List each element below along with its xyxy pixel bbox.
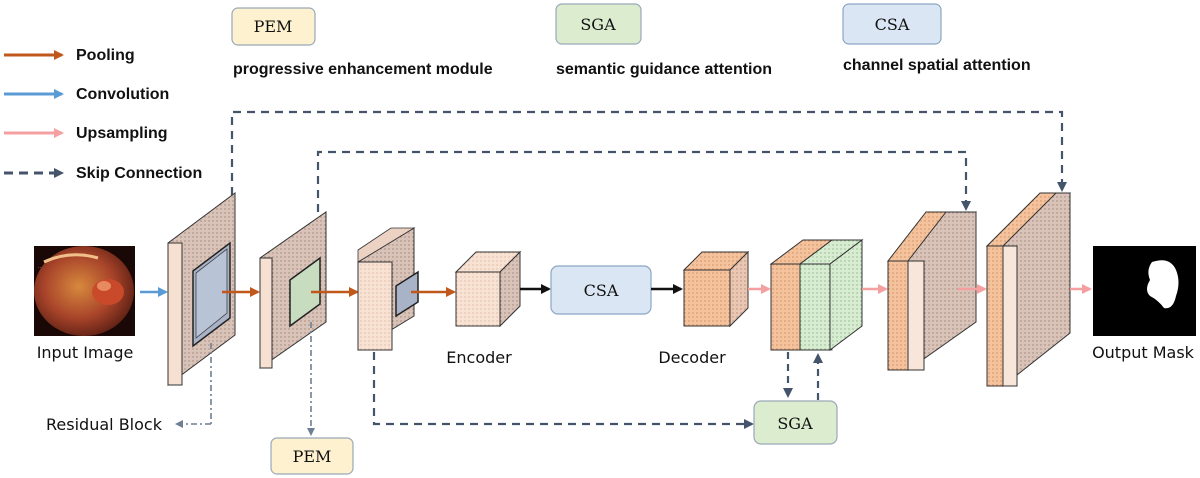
legend-convolution-label: Convolution	[76, 86, 169, 103]
svg-text:..: ..	[38, 264, 42, 270]
outer-skip-connection	[230, 110, 1067, 195]
legend-upsampling-label: Upsampling	[76, 125, 168, 142]
encoder-cube	[454, 250, 522, 328]
decoder-fusion-block	[769, 239, 864, 351]
input-image: ..	[34, 246, 135, 336]
module-definitions: PEM progressive enhancement module SGA s…	[231, 3, 1031, 78]
pem-legend-abbr: PEM	[254, 17, 293, 36]
decoder-label: Decoder	[658, 348, 726, 367]
pem-module-label: PEM	[293, 447, 332, 466]
encoder-block-3	[357, 227, 419, 351]
input-image-label: Input Image	[37, 343, 134, 362]
encoder-block-1	[167, 192, 236, 386]
pem-legend-box	[231, 7, 316, 46]
legend-pooling-label: Pooling	[76, 47, 135, 64]
legend-skip-label: Skip Connection	[76, 165, 202, 182]
sga-module-label: SGA	[777, 414, 813, 433]
sga-module	[753, 400, 838, 445]
sga-legend-abbr: SGA	[580, 15, 616, 34]
encoder-label: Encoder	[446, 348, 512, 367]
inner-skip-connection	[316, 150, 971, 212]
legend: Pooling Convolution Upsampling Skip Conn…	[4, 47, 202, 182]
decoder-block-3	[985, 192, 1072, 388]
csa-legend-box	[842, 3, 942, 45]
decoder-block-2	[886, 211, 978, 371]
csa-legend-abbr: CSA	[875, 15, 910, 34]
output-mask-label: Output Mask	[1092, 343, 1195, 362]
pem-definition: progressive enhancement module	[233, 61, 493, 78]
skip-connections	[230, 110, 1067, 429]
sga-skip-connection	[372, 352, 754, 429]
sga-legend-box	[555, 3, 642, 45]
csa-module-label: CSA	[584, 281, 619, 300]
residual-block-label: Residual Block	[46, 415, 163, 434]
encoder-block-2	[259, 211, 327, 369]
output-mask	[1093, 246, 1196, 336]
csa-definition: channel spatial attention	[843, 57, 1031, 74]
decoder-cube	[682, 250, 750, 328]
pem-module	[270, 437, 354, 475]
sga-definition: semantic guidance attention	[556, 61, 772, 78]
